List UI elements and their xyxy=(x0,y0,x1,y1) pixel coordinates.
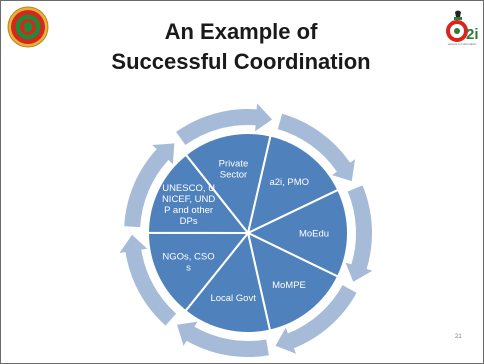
svg-text:2i: 2i xyxy=(466,26,479,43)
cycle-arrow xyxy=(277,113,356,182)
segment-label: a2i, PMO xyxy=(269,177,309,188)
segment-label: Local Govt xyxy=(210,293,256,304)
page-number: 21 xyxy=(455,334,462,340)
cycle-arrow xyxy=(275,285,357,354)
slide-title: An Example of Successful Coordination xyxy=(91,17,391,77)
cycle-segment xyxy=(246,231,340,332)
cycle-segment xyxy=(146,153,251,235)
segment-label: MoMPE xyxy=(272,280,306,291)
government-seal-icon xyxy=(7,6,49,48)
cycle-segment xyxy=(184,132,272,236)
title-line-2: Successful Coordination xyxy=(111,49,371,74)
a2i-logo-icon: 2i access to information xyxy=(446,10,479,46)
cycle-arrow xyxy=(176,103,273,145)
cycle-arrow xyxy=(119,234,177,326)
segment-label: MoEdu xyxy=(299,229,329,240)
cycle-arrow xyxy=(177,321,269,357)
cycle-segment xyxy=(184,230,272,334)
cycle-arrow xyxy=(345,185,373,282)
svg-text:access to information: access to information xyxy=(448,42,477,46)
cycle-segment xyxy=(146,231,251,313)
cycle-arrow xyxy=(124,143,175,228)
cycle-segment xyxy=(245,188,349,278)
cycle-segment xyxy=(246,134,340,235)
title-line-1: An Example of xyxy=(164,19,318,44)
